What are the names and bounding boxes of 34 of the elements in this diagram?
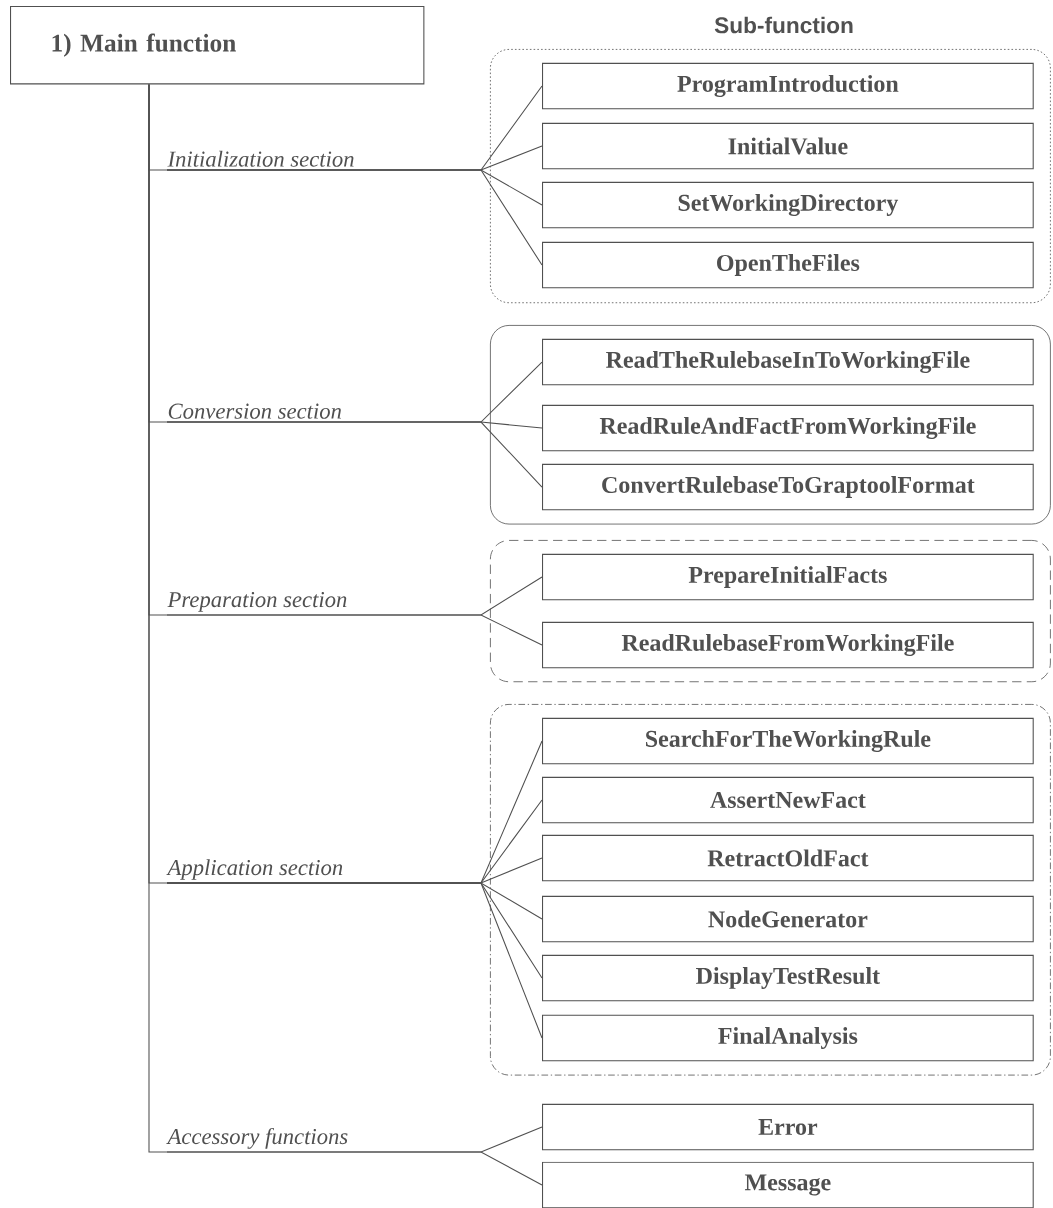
sub-function-box: ReadRuleAndFactFromWorkingFile — [542, 404, 1034, 452]
group-frame — [490, 325, 1051, 525]
section-label: Conversion section — [168, 403, 341, 419]
sub-function-box: SearchForTheWorkingRule — [542, 717, 1034, 765]
connector-line — [166, 1151, 543, 1186]
group-frame — [490, 704, 1051, 1076]
main-function-box: 1) Main function — [10, 6, 425, 85]
group-frame — [490, 49, 1051, 304]
section-label: Preparation section — [167, 591, 347, 612]
sub-function-box: ProgramIntroduction — [542, 62, 1034, 110]
sub-function-box: InitialValue — [542, 122, 1034, 170]
sub-function-box: DisplayTestResult — [542, 954, 1034, 1002]
sub-function-box: AssertNewFact — [542, 776, 1034, 824]
sub-function-box: Message — [542, 1161, 1034, 1208]
sub-function-box: PrepareInitialFacts — [542, 553, 1034, 601]
sub-function-box: OpenTheFiles — [542, 241, 1034, 289]
section-label: Accessory functions — [166, 1127, 348, 1149]
sub-function-box: FinalAnalysis — [542, 1014, 1034, 1062]
section-label: Application section — [166, 859, 343, 880]
sub-function-box: RetractOldFact — [542, 834, 1034, 882]
connector-line — [148, 83, 168, 1153]
connector-line — [166, 614, 543, 646]
sub-function-box: ConvertRulebaseToGraptoolFormat — [542, 463, 1034, 511]
connector-line — [166, 882, 543, 1039]
group-frame — [490, 540, 1051, 683]
sub-function-box: SetWorkingDirectory — [542, 181, 1034, 229]
column-heading: Sub-function — [714, 16, 853, 34]
connector-line — [166, 169, 543, 266]
sub-function-box: NodeGenerator — [542, 895, 1034, 943]
section-label: Initialization section — [167, 150, 354, 167]
sub-function-box: ReadRulebaseFromWorkingFile — [542, 621, 1034, 669]
sub-function-box: Error — [542, 1103, 1034, 1151]
connector-line — [166, 421, 543, 488]
sub-function-box: ReadTheRulebaseInToWorkingFile — [542, 338, 1034, 386]
